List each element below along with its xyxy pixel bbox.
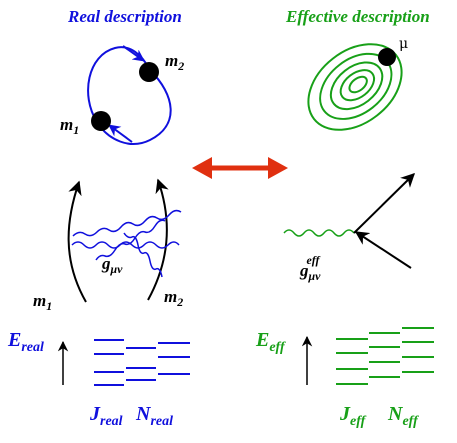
effective-j-label: Jeff [340,403,366,429]
real-energy-label: Ereal [8,329,44,355]
effective-energy-label: Eeff [256,329,285,355]
leg-2-label: m2 [164,287,184,310]
mass-2-dot [139,62,159,82]
mass-1-dot [91,111,111,131]
effective-energy-levels [336,327,434,385]
effective-mass-dot [378,48,396,66]
effective-vertex [283,173,415,269]
equivalence-arrow-icon [192,157,288,179]
real-orbit [87,45,172,145]
real-worldlines [67,178,169,303]
effective-n-label: Neff [388,403,418,429]
real-title: Real description [68,7,182,26]
leg-1-label: m1 [33,291,53,314]
real-graviton-lines [71,209,182,278]
mass-2-label: m2 [165,51,185,74]
effective-orbit [307,43,403,131]
effective-title: Effective description [286,7,430,26]
real-n-label: Nreal [136,403,174,429]
real-field-label: gμν [102,254,123,277]
mu-label: μ [399,36,409,52]
mass-1-label: m1 [60,115,80,138]
real-energy-levels [94,339,190,386]
orbit-arrow-lower-icon [108,124,133,143]
real-j-label: Jreal [90,403,123,429]
orbit-arrow-upper-icon [122,45,145,62]
